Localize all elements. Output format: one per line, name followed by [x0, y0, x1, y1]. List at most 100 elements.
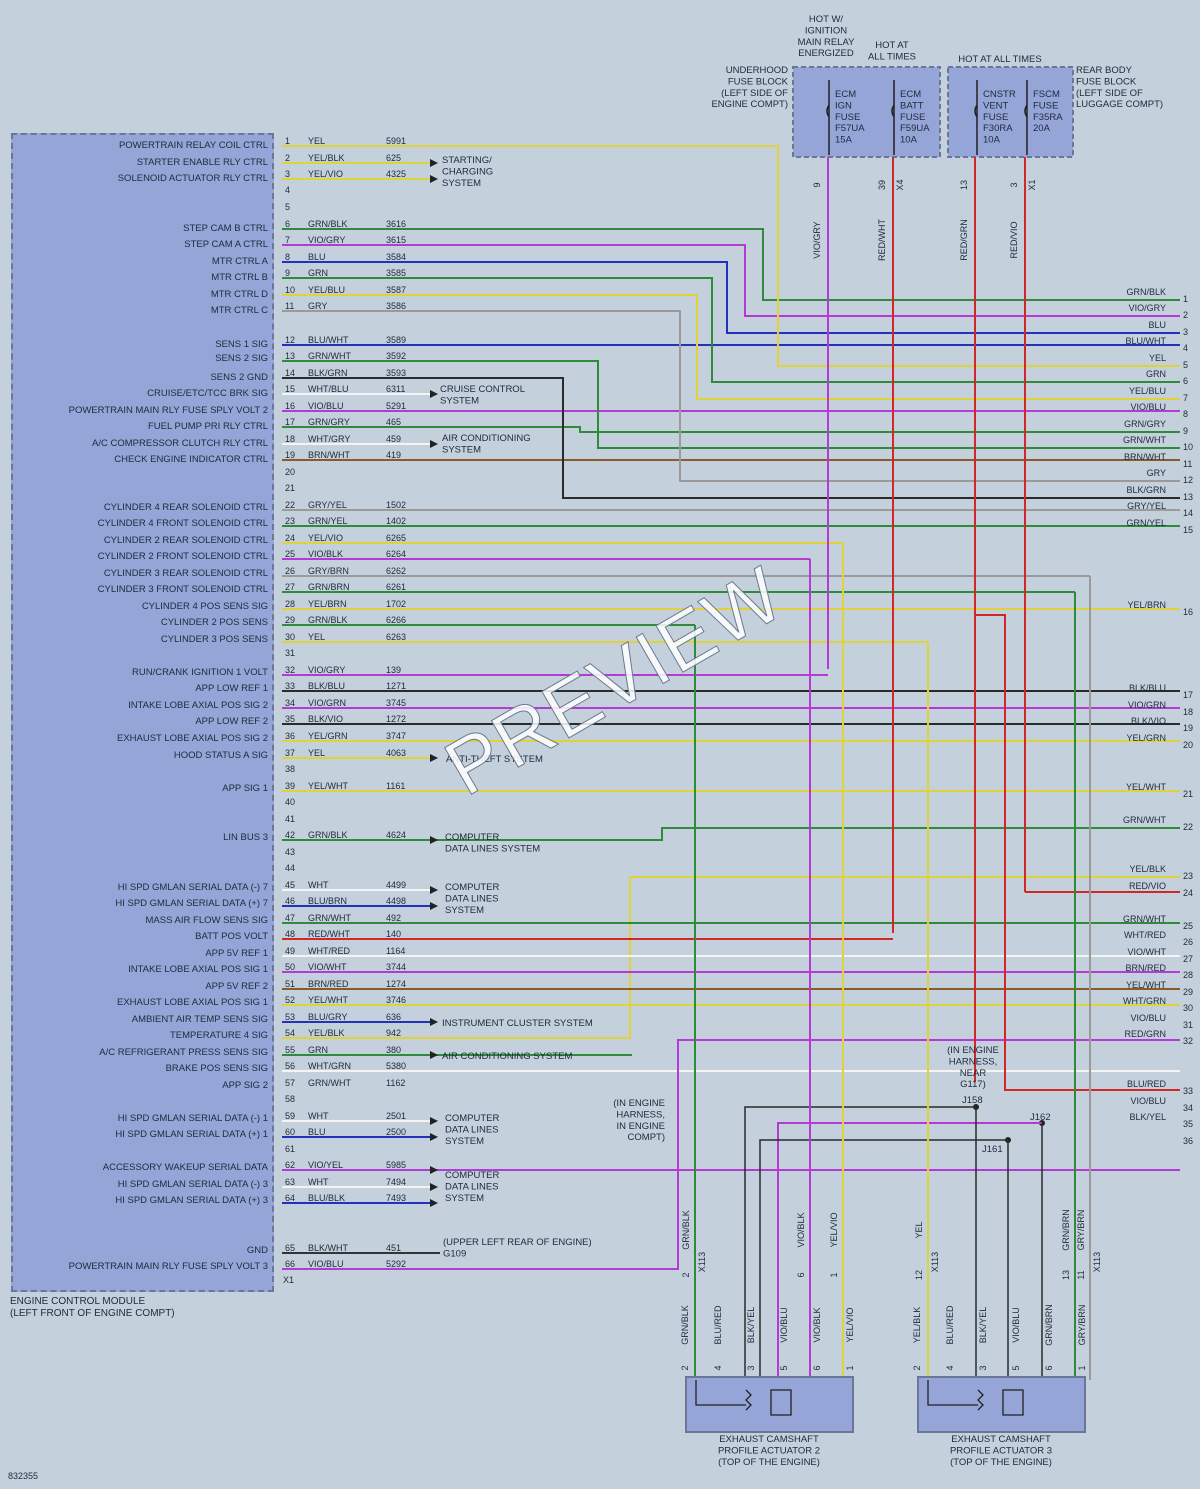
fuse-drop-wire-label-1: RED/WHT [877, 219, 887, 261]
pin-wire-color-42: GRN/BLK [308, 830, 348, 840]
pin-wire-color-29: GRN/BLK [308, 615, 348, 625]
pin-circuit-55: 380 [386, 1045, 401, 1055]
pin-circuit-54: 942 [386, 1028, 401, 1038]
pin-wire-color-60: BLU [308, 1127, 326, 1137]
wire-ecm-pin-8 [282, 261, 1180, 334]
actuator-1-pin-5: 5 [1011, 1365, 1021, 1370]
right-wire-label-24: RED/VIO [1129, 881, 1166, 891]
pin-wire-color-52: YEL/WHT [308, 995, 349, 1005]
right-pin-9: 9 [1183, 426, 1188, 436]
right-pin-2: 2 [1183, 310, 1188, 320]
pin-wire-color-26: GRY/BRN [308, 566, 349, 576]
pin-circuit-56: 5380 [386, 1061, 406, 1071]
pin-circuit-50: 3744 [386, 962, 406, 972]
right-pin-22: 22 [1183, 822, 1193, 832]
right-wire-label-31: VIO/BLU [1130, 1013, 1166, 1023]
pin-function-52: EXHAUST LOBE AXIAL POS SIG 1 [117, 997, 268, 1008]
pin-wire-color-33: BLK/BLU [308, 681, 345, 691]
pin-function-34: INTAKE LOBE AXIAL POS SIG 2 [128, 700, 268, 711]
pin-circuit-7: 3615 [386, 235, 406, 245]
pin-number-17: 17 [285, 417, 295, 427]
right-wire-label-14: GRY/YEL [1127, 501, 1166, 511]
pin-function-17: FUEL PUMP PRI RLY CTRL [148, 421, 268, 432]
right-pin-14: 14 [1183, 508, 1193, 518]
pin-circuit-33: 1271 [386, 681, 406, 691]
pin-wire-color-46: BLU/BRN [308, 896, 347, 906]
arrow-ecm-pin-53 [430, 1018, 438, 1026]
rear-body-fuse-block [947, 66, 1074, 158]
pin-function-50: INTAKE LOBE AXIAL POS SIG 1 [128, 964, 268, 975]
pin-number-46: 46 [285, 896, 295, 906]
pin-number-58: 58 [285, 1094, 295, 1104]
arrow-ecm-pin-18 [430, 440, 438, 448]
right-wire-label-33: BLU/RED [1127, 1079, 1167, 1089]
pin-circuit-47: 492 [386, 913, 401, 923]
pin-wire-color-35: BLK/VIO [308, 714, 343, 724]
pin-number-9: 9 [285, 268, 290, 278]
right-wire-label-27: VIO/WHT [1128, 947, 1167, 957]
pin-wire-color-62: VIO/YEL [308, 1160, 343, 1170]
right-pin-6: 6 [1183, 376, 1188, 386]
right-pin-28: 28 [1183, 970, 1193, 980]
document-id: 832355 [8, 1471, 39, 1481]
system-label-7: AIR CONDITIONING SYSTEM [442, 1051, 572, 1062]
right-pin-35: 35 [1183, 1119, 1193, 1129]
pin-wire-color-3: YEL/VIO [308, 169, 343, 179]
x113-pin-1: 6 [796, 1272, 806, 1277]
pin-circuit-12: 3589 [386, 335, 406, 345]
pin-circuit-64: 7493 [386, 1193, 406, 1203]
pin-wire-color-32: VIO/GRY [308, 665, 345, 675]
actuator-0-pin-5: 5 [779, 1365, 789, 1370]
pin-number-31: 31 [285, 648, 295, 658]
pin-wire-color-14: BLK/GRN [308, 368, 348, 378]
pin-number-62: 62 [285, 1160, 295, 1170]
right-pin-21: 21 [1183, 789, 1193, 799]
pin-circuit-10: 3587 [386, 285, 406, 295]
pin-number-45: 45 [285, 880, 295, 890]
pin-number-64: 64 [285, 1193, 295, 1203]
splice-wire-j161 [759, 1139, 1008, 1380]
right-pin-20: 20 [1183, 740, 1193, 750]
pin-function-32: RUN/CRANK IGNITION 1 VOLT [132, 667, 268, 678]
arrow-ecm-pin-59 [430, 1117, 438, 1125]
pin-number-36: 36 [285, 731, 295, 741]
pin-function-55: A/C REFRIGERANT PRESS SENS SIG [99, 1047, 268, 1058]
pin-wire-color-8: BLU [308, 252, 326, 262]
pin-number-51: 51 [285, 979, 295, 989]
right-pin-33: 33 [1183, 1086, 1193, 1096]
pin-number-2: 2 [285, 153, 290, 163]
pin-circuit-52: 3746 [386, 995, 406, 1005]
pin-circuit-37: 4063 [386, 748, 406, 758]
right-wire-label-30: WHT/GRN [1123, 996, 1166, 1006]
pin-circuit-13: 3592 [386, 351, 406, 361]
pin-circuit-16: 5291 [386, 401, 406, 411]
pin-function-16: POWERTRAIN MAIN RLY FUSE SPLY VOLT 2 [69, 405, 268, 416]
pin-function-24: CYLINDER 2 REAR SOLENOID CTRL [104, 535, 268, 546]
pin-circuit-19: 419 [386, 450, 401, 460]
right-pin-10: 10 [1183, 442, 1193, 452]
right-wire-label-13: BLK/GRN [1126, 485, 1166, 495]
pin-circuit-23: 1402 [386, 516, 406, 526]
pin-circuit-32: 139 [386, 665, 401, 675]
pin-function-12: SENS 1 SIG [215, 339, 268, 350]
pin-number-66: 66 [285, 1259, 295, 1269]
pin-circuit-57: 1162 [386, 1078, 405, 1088]
pin-circuit-63: 7494 [386, 1177, 406, 1187]
pin-number-49: 49 [285, 946, 295, 956]
actuator-0-pin-2: 2 [680, 1365, 690, 1370]
actuator-1-pin-2: 2 [912, 1365, 922, 1370]
x113-wire-top-1: VIO/BLK [796, 1212, 806, 1247]
pin-circuit-53: 636 [386, 1012, 401, 1022]
pin-number-54: 54 [285, 1028, 295, 1038]
arrow-ecm-pin-37 [430, 754, 438, 762]
fuse-drop-wire-label-0: VIO/GRY [812, 221, 822, 258]
right-pin-7: 7 [1183, 393, 1188, 403]
pin-wire-color-23: GRN/YEL [308, 516, 348, 526]
right-wire-label-19: BLK/VIO [1131, 716, 1166, 726]
pin-wire-color-11: GRY [308, 301, 327, 311]
